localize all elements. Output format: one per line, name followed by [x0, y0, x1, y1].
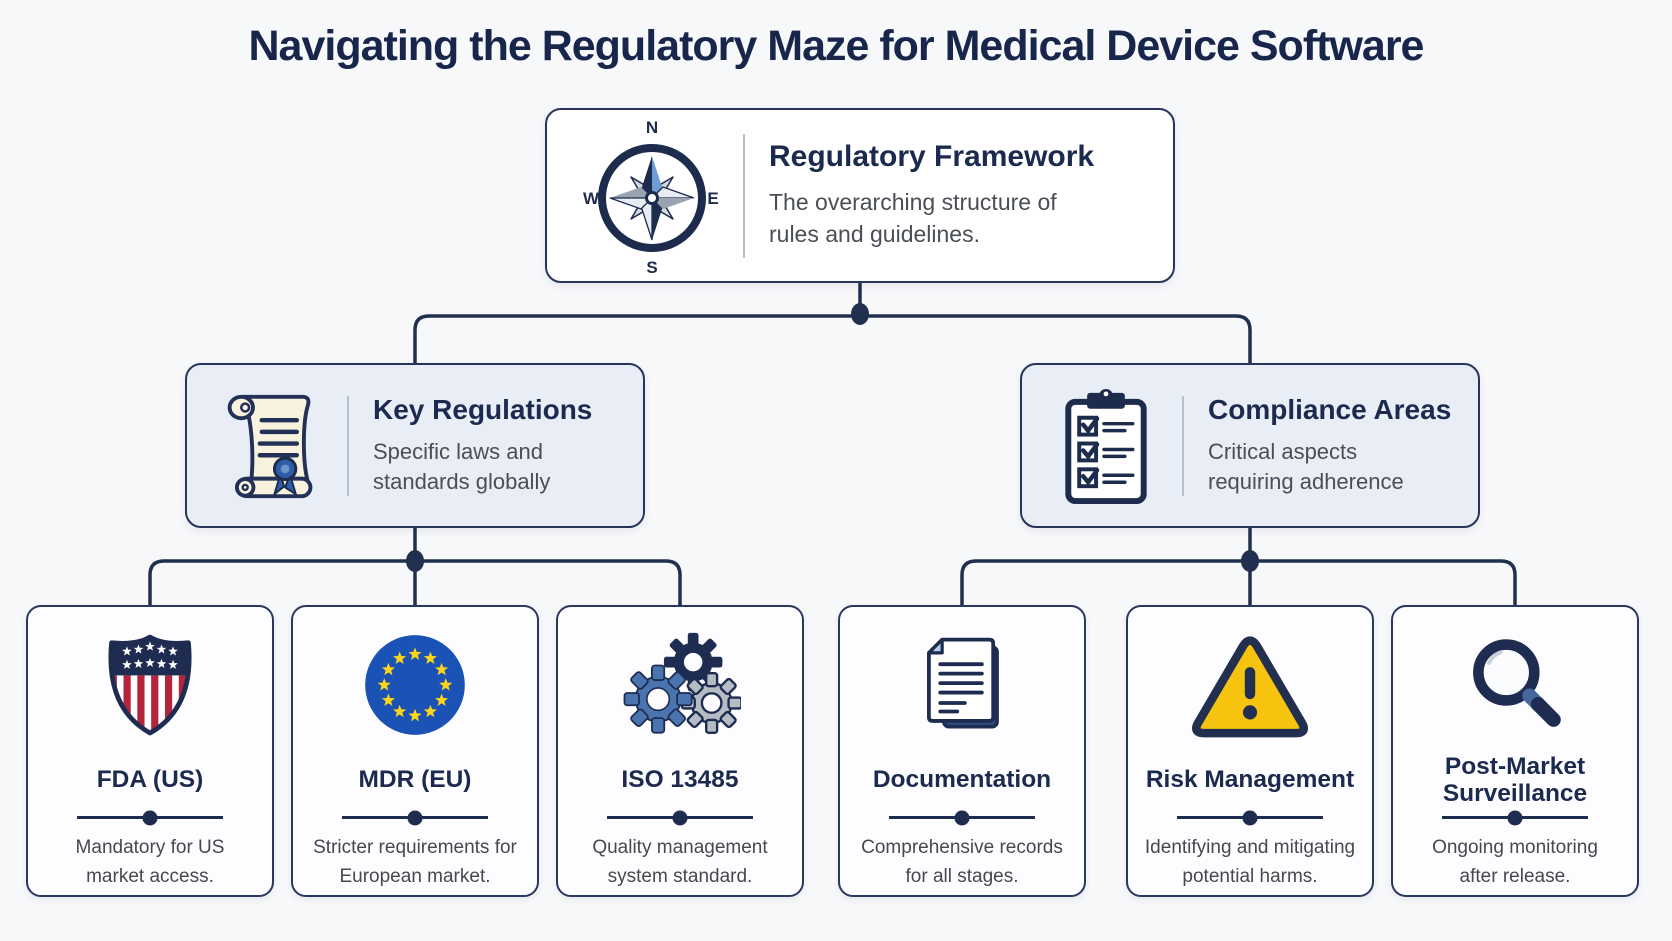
card-description: Mandatory for US market access. — [75, 837, 225, 887]
card-heading: ISO 13485 — [621, 766, 739, 794]
eu-flag-icon — [362, 621, 468, 749]
card-heading: Documentation — [872, 766, 1052, 794]
card-documentation: Documentation Comprehensive records for … — [838, 605, 1086, 897]
divider-with-dot — [889, 816, 1035, 819]
card-heading: Risk Management — [1145, 766, 1355, 794]
documents-icon — [910, 621, 1014, 749]
compass-s-label: S — [646, 258, 657, 276]
node-compliance-areas: Compliance Areas Critical aspects requir… — [1020, 363, 1480, 528]
card-description: Ongoing monitoring after release. — [1432, 837, 1598, 887]
node-description: Specific laws and standards globally — [373, 438, 551, 494]
compass-e-label: E — [707, 189, 718, 208]
divider — [1182, 395, 1184, 496]
divider-with-dot — [77, 816, 223, 819]
node-heading: Regulatory Framework — [769, 140, 1095, 174]
magnifier-icon — [1462, 621, 1568, 749]
card-iso-13485: ISO 13485 Quality management system stan… — [556, 605, 804, 897]
card-fda-us: FDA (US) Mandatory for US market access. — [26, 605, 274, 897]
gears-icon — [619, 621, 741, 749]
node-heading: Key Regulations — [373, 393, 593, 425]
us-shield-icon — [102, 621, 198, 749]
checklist-clipboard-icon — [1042, 380, 1170, 512]
card-heading: Post-Market Surveillance — [1442, 752, 1588, 807]
card-description: Comprehensive records for all stages. — [861, 837, 1063, 887]
node-regulatory-framework: N S W E — [545, 108, 1175, 283]
node-heading: Compliance Areas — [1208, 393, 1452, 425]
divider — [743, 133, 745, 258]
divider-with-dot — [342, 816, 488, 819]
card-heading: MDR (EU) — [358, 766, 472, 794]
node-key-regulations: Key Regulations Specific laws and standa… — [185, 363, 645, 528]
card-risk-management: Risk Management Identifying and mitigati… — [1126, 605, 1374, 897]
divider-with-dot — [1177, 816, 1323, 819]
card-description: Quality management system standard. — [592, 837, 768, 887]
compass-n-label: N — [646, 118, 658, 137]
card-description: Identifying and mitigating potential har… — [1144, 837, 1356, 887]
card-description: Stricter requirements for European marke… — [313, 837, 517, 887]
compass-w-label: W — [583, 189, 600, 208]
node-description: The overarching structure of rules and g… — [769, 189, 1057, 247]
compass-icon: N S W E — [573, 116, 731, 276]
card-mdr-eu: MDR (EU) Stricter requirements for Europ… — [291, 605, 539, 897]
card-post-market-surveillance: Post-Market Surveillance Ongoing monitor… — [1391, 605, 1639, 897]
warning-triangle-icon — [1191, 621, 1309, 749]
node-description: Critical aspects requiring adherence — [1208, 438, 1404, 494]
scroll-icon — [207, 380, 335, 512]
divider-with-dot — [1442, 816, 1588, 819]
card-heading: FDA (US) — [96, 766, 204, 794]
page-title: Navigating the Regulatory Maze for Medic… — [248, 22, 1425, 70]
divider-with-dot — [607, 816, 753, 819]
divider — [347, 395, 349, 496]
